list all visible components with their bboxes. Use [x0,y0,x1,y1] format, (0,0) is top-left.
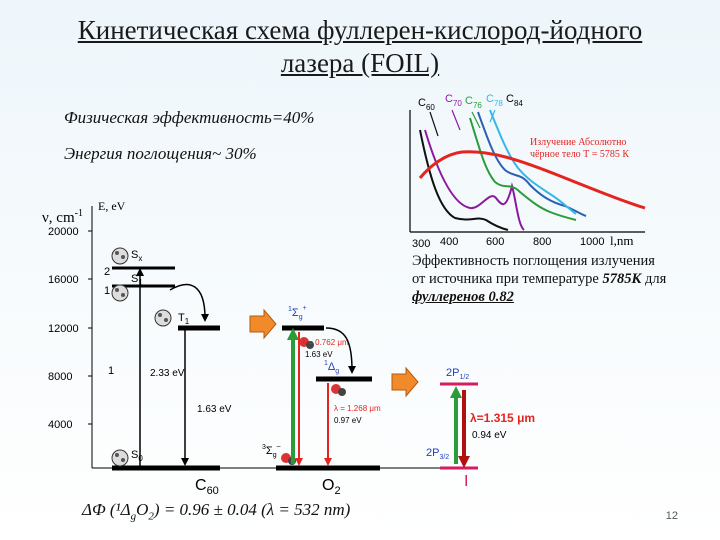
absorption-spectrum: C60 C70 C76 C78 C84 Излучение Абсолютно … [409,93,646,250]
label-2p32: 2P3/2 [426,447,449,461]
title-line-2: лазера (FOIL) [280,48,440,78]
y-tick-20000: 20000 [48,226,79,238]
curve-c60 [419,129,509,231]
x-tick-300: 300 [412,238,430,250]
fullerene-icon-s1 [111,284,129,302]
label-1delta: 1Δg [324,360,339,375]
quantum-yield: ΔФ (¹ΔgO2) = 0.96 ± 0.04 (λ = 532 nm) [82,500,351,523]
blackbody-label-2: чёрное тело Т = 5785 К [530,149,629,160]
o2-icon-1delta [331,384,346,396]
fpara-line-3: фуллеренов 0.82 [412,289,514,305]
ev-axis-label: E, eV [98,199,126,213]
label-c76: C76 [465,95,482,110]
fullerene-icon-s0 [111,449,129,467]
energy-level-diagram: ν, cm-1 E, eV 20000 16000 12000 8000 400… [42,199,535,495]
absorption-stat: Энергия поглощения~ 30% [64,144,257,163]
o2-icon-1sigma [299,337,314,349]
arrow-c76 [471,111,481,129]
nu-axis-label: ν, cm-1 [42,208,83,226]
efficiency-stat: Физическая эффективность=40% [64,108,315,127]
o2-lambda-1: λ = 0.762 μm [302,338,349,347]
series-labels: C60 C70 C76 C78 C84 [418,93,523,112]
marker-1a: 1 [104,285,110,297]
iodine-energy: 0.94 eV [472,430,507,441]
iodine-name: I [464,473,468,490]
fullerene-paragraph: Эффективность поглощения излучения от ис… [412,252,712,306]
label-3sigma: 3Σg– [262,443,281,459]
o2-energy-1: 1.63 eV [305,350,333,359]
fpara-line-1: Эффективность поглощения излучения [412,253,655,269]
label-t1: T1 [178,312,190,326]
curve-c84 [489,109,577,215]
isc-arrow [169,283,206,319]
curve-c70 [424,129,525,231]
fpara-line-2: от источника при температуре 5785К для [412,271,667,287]
iodine-lambda: λ=1.315 μm [470,411,535,425]
y-tick-8000: 8000 [48,371,72,383]
fullerene-icon-sx [111,247,129,265]
title-line-1: Кинетическая схема фуллерен-кислород-йод… [77,15,643,45]
arrow-c78 [489,109,496,123]
y-tick-4000: 4000 [48,419,72,431]
y-tick-16000: 16000 [48,274,79,286]
o2-lambda-2: λ = 1.268 μm [334,404,381,413]
marker-1b: 1 [108,365,114,377]
label-1sigma: 1Σg+ [288,305,307,321]
label-c78: C78 [486,93,503,108]
transfer-arrow-2 [391,366,419,398]
page-number: 12 [665,510,678,522]
label-2p12: 2P1/2 [446,367,469,381]
x-tick-1000: 1000 [580,236,604,248]
curve-c76 [469,117,577,221]
label-c84: C84 [506,93,523,108]
x-tick-800: 800 [533,236,551,248]
label-sx: Sx [131,249,142,263]
x-tick-400: 400 [440,236,458,248]
slide-title: Кинетическая схема фуллерен-кислород-йод… [20,14,700,80]
fullerene-icon-t1 [154,309,172,327]
label-s0: S0 [131,449,143,463]
label-c60: C60 [418,97,435,112]
x-unit: l,nm [610,233,633,248]
arrow-c60 [429,111,439,137]
label-c70: C70 [445,93,462,108]
y-tick-12000: 12000 [48,323,79,335]
marker-2: 2 [104,266,110,278]
c60-name: C60 [195,477,219,495]
x-tick-600: 600 [486,236,504,248]
o2-energy-2: 0.97 eV [334,416,362,425]
label-s1: S1 [131,273,143,287]
c60-energy-1: 2.33 eV [150,368,185,379]
c60-energy-2: 1.63 eV [197,404,232,415]
curve-blackbody [418,150,646,210]
o2-name: O2 [322,477,341,495]
transfer-arrow-1 [249,308,277,340]
arrow-c70 [451,109,461,131]
blackbody-label-1: Излучение Абсолютно [530,137,626,148]
o2-relax-arrow [325,327,353,371]
